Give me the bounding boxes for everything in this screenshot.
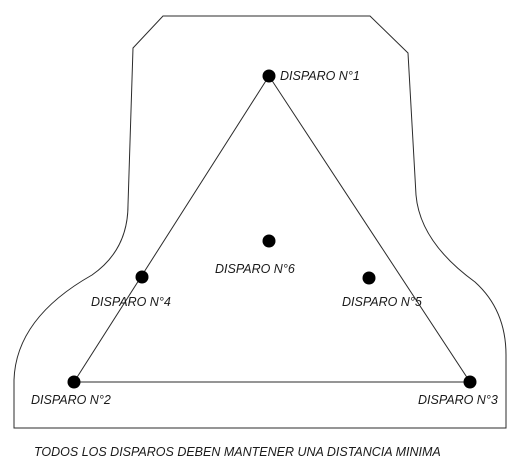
shot-label-1: DISPARO N°1 [280,69,360,83]
caption-text: TODOS LOS DISPAROS DEBEN MANTENER UNA DI… [34,445,441,459]
shot-dot-6 [262,234,276,248]
shot-label-3: DISPARO N°3 [418,393,498,407]
shot-label-2: DISPARO N°2 [31,393,111,407]
target-outline [13,15,507,429]
shot-dot-5 [362,271,376,285]
shot-dot-1 [262,69,276,83]
shot-label-5: DISPARO N°5 [342,295,422,309]
shot-label-6: DISPARO N°6 [215,262,295,276]
shot-triangle [73,75,471,383]
shot-dot-3 [463,375,477,389]
shot-label-4: DISPARO N°4 [91,295,171,309]
shot-dot-2 [67,375,81,389]
shot-dot-4 [135,270,149,284]
